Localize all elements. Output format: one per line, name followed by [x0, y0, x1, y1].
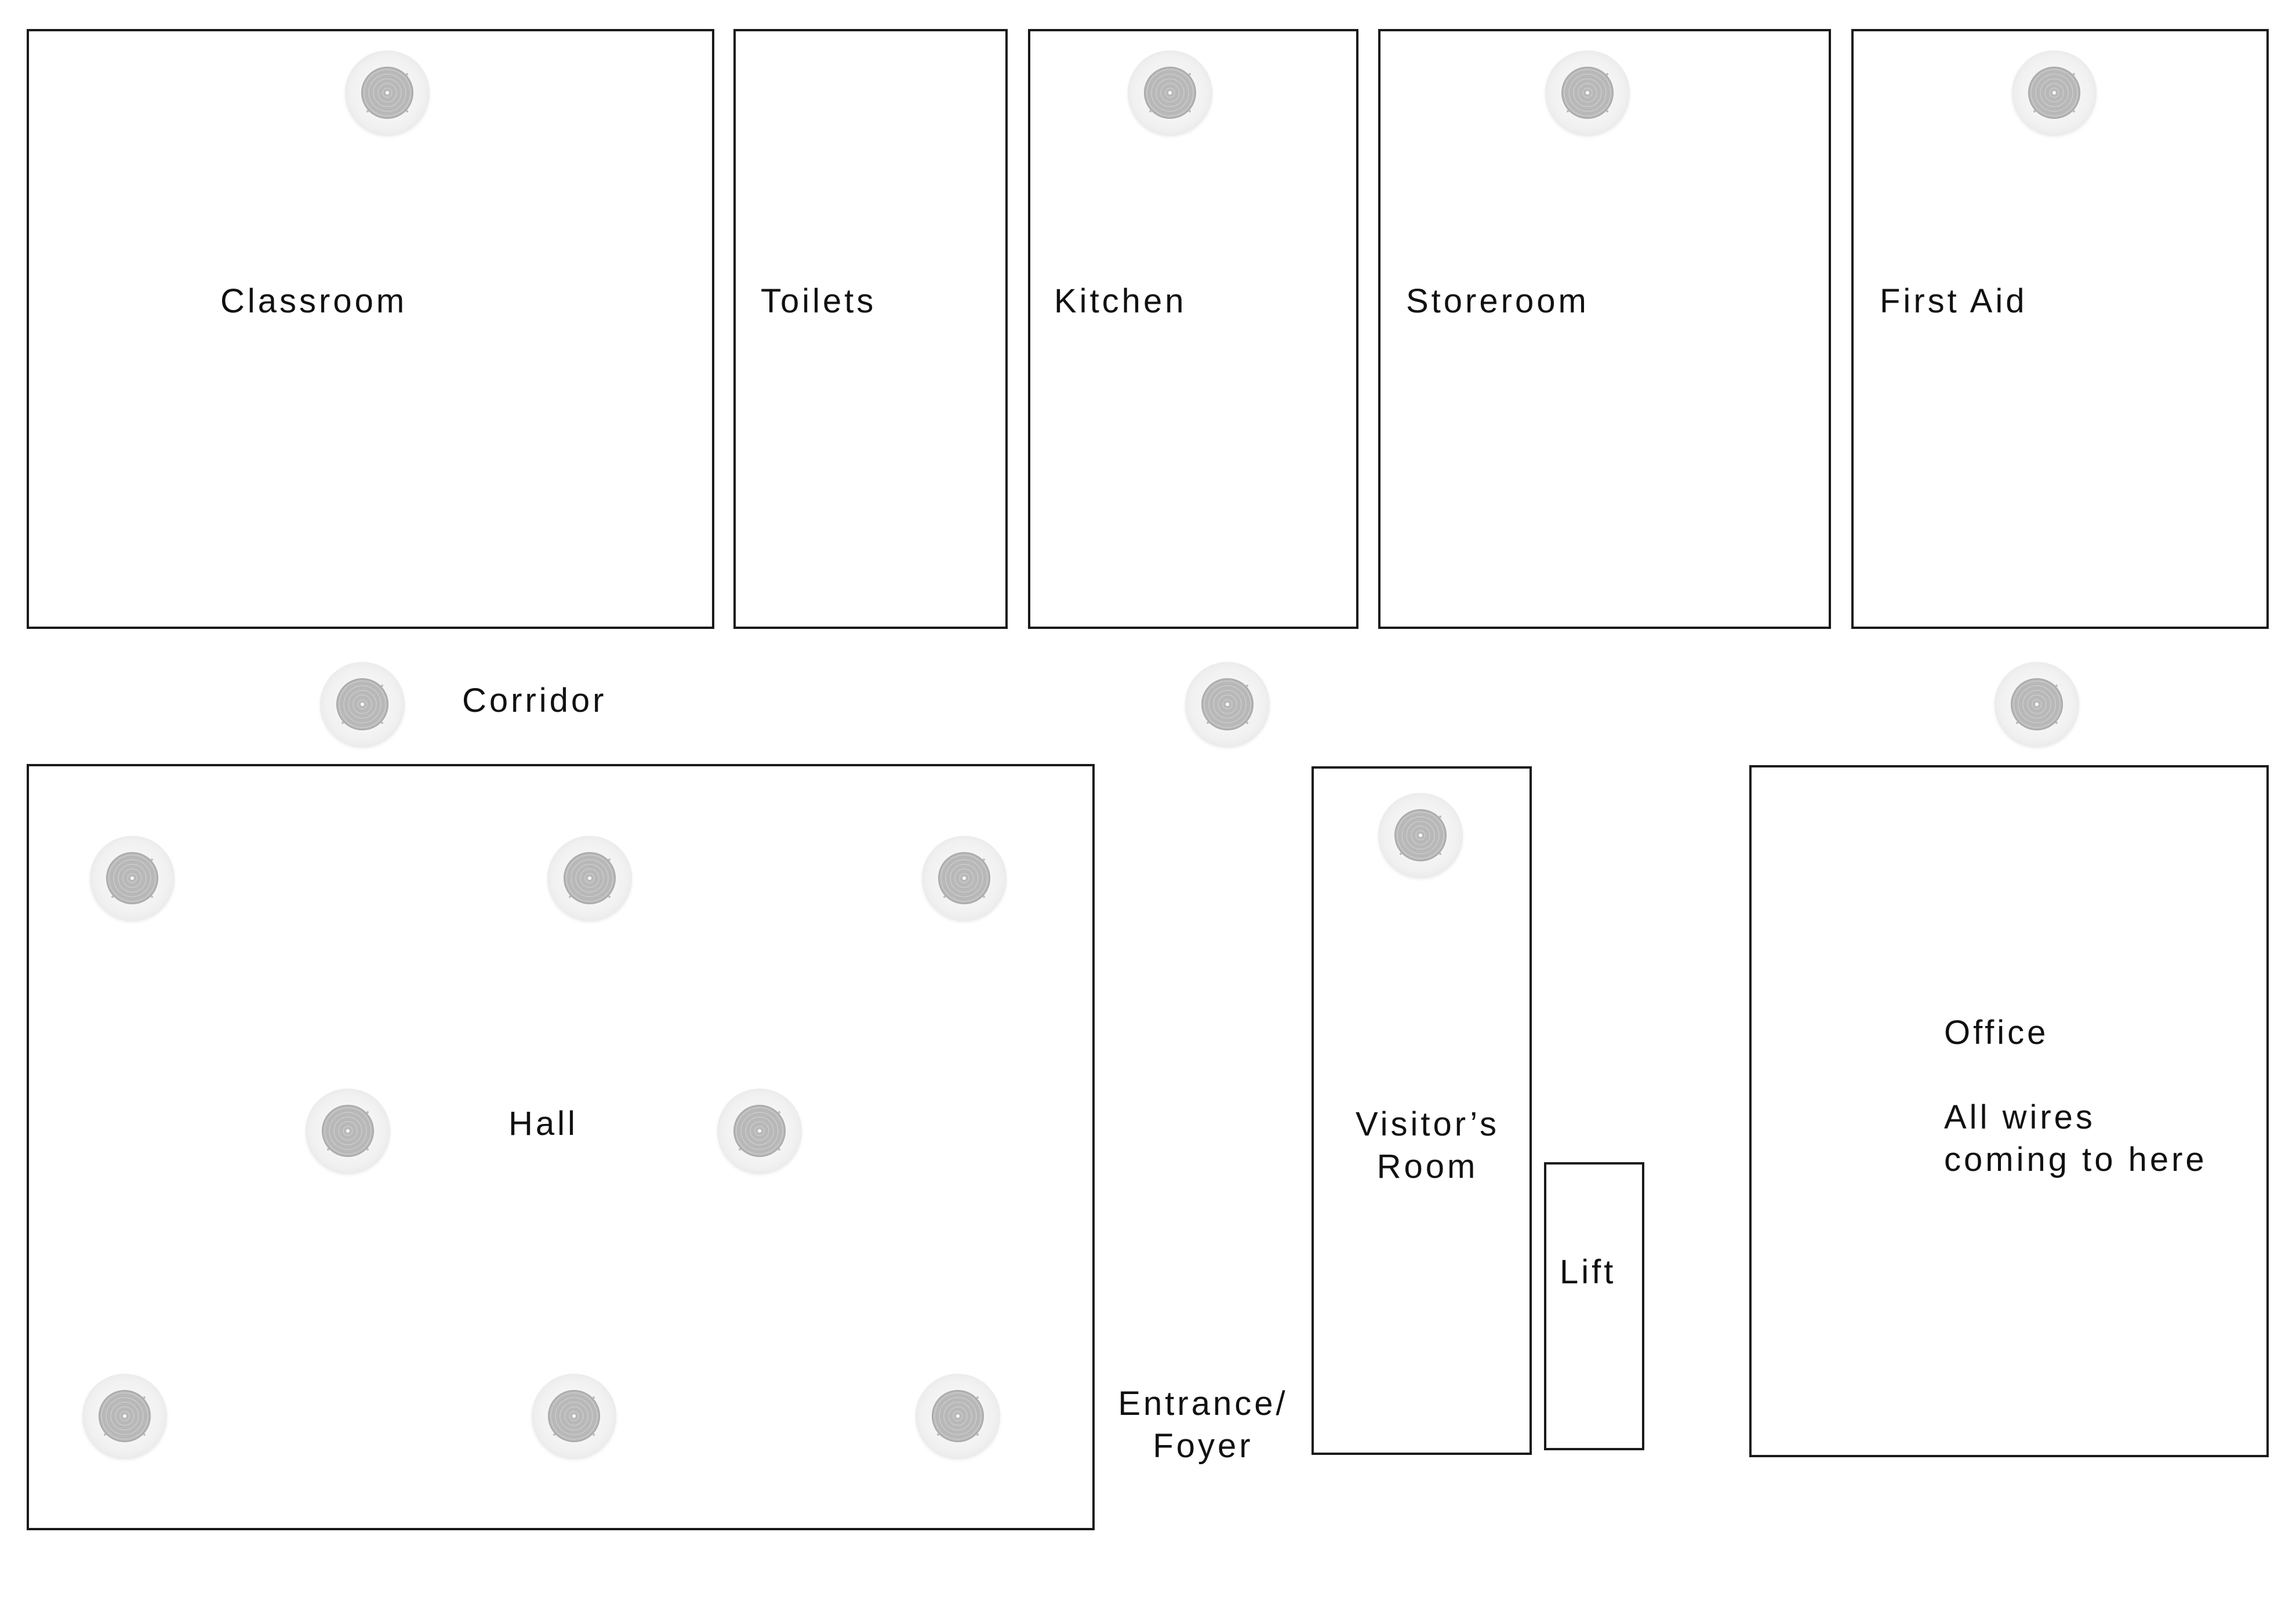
room-toilets	[733, 29, 1008, 629]
label-storeroom: Storeroom	[1406, 282, 1589, 320]
ceiling-speaker-icon	[347, 52, 428, 133]
room-visitors	[1312, 766, 1532, 1455]
ceiling-speaker-icon	[1547, 52, 1628, 133]
ceiling-speaker-icon	[1129, 52, 1211, 133]
ceiling-speaker-icon	[92, 838, 173, 919]
ceiling-speaker-icon	[1380, 795, 1461, 876]
label-lift: Lift	[1560, 1253, 1616, 1291]
label-visitors-room: Visitor’s Room	[1355, 1105, 1500, 1185]
ceiling-speaker-icon	[307, 1090, 388, 1171]
label-office: Office All wires coming to here	[1944, 1014, 2207, 1178]
room-lift	[1544, 1162, 1644, 1450]
room-kitchen	[1028, 29, 1358, 629]
ceiling-speaker-icon	[1996, 664, 2077, 745]
label-kitchen: Kitchen	[1054, 282, 1187, 320]
room-office	[1749, 765, 2269, 1457]
ceiling-speaker-icon	[533, 1375, 615, 1457]
label-toilets: Toilets	[761, 282, 877, 320]
ceiling-speaker-icon	[549, 838, 630, 919]
ceiling-speaker-icon	[322, 664, 403, 745]
label-entrance-foyer: Entrance/ Foyer	[1118, 1385, 1288, 1465]
ceiling-speaker-icon	[2014, 52, 2095, 133]
ceiling-speaker-icon	[1187, 664, 1268, 745]
ceiling-speaker-icon	[84, 1375, 165, 1457]
ceiling-speaker-icon	[924, 838, 1005, 919]
label-first-aid: First Aid	[1880, 282, 2028, 320]
ceiling-speaker-icon	[917, 1375, 998, 1457]
label-corridor: Corridor	[462, 682, 607, 719]
label-classroom: Classroom	[220, 282, 408, 320]
label-hall: Hall	[508, 1105, 578, 1142]
ceiling-speaker-icon	[719, 1090, 800, 1171]
